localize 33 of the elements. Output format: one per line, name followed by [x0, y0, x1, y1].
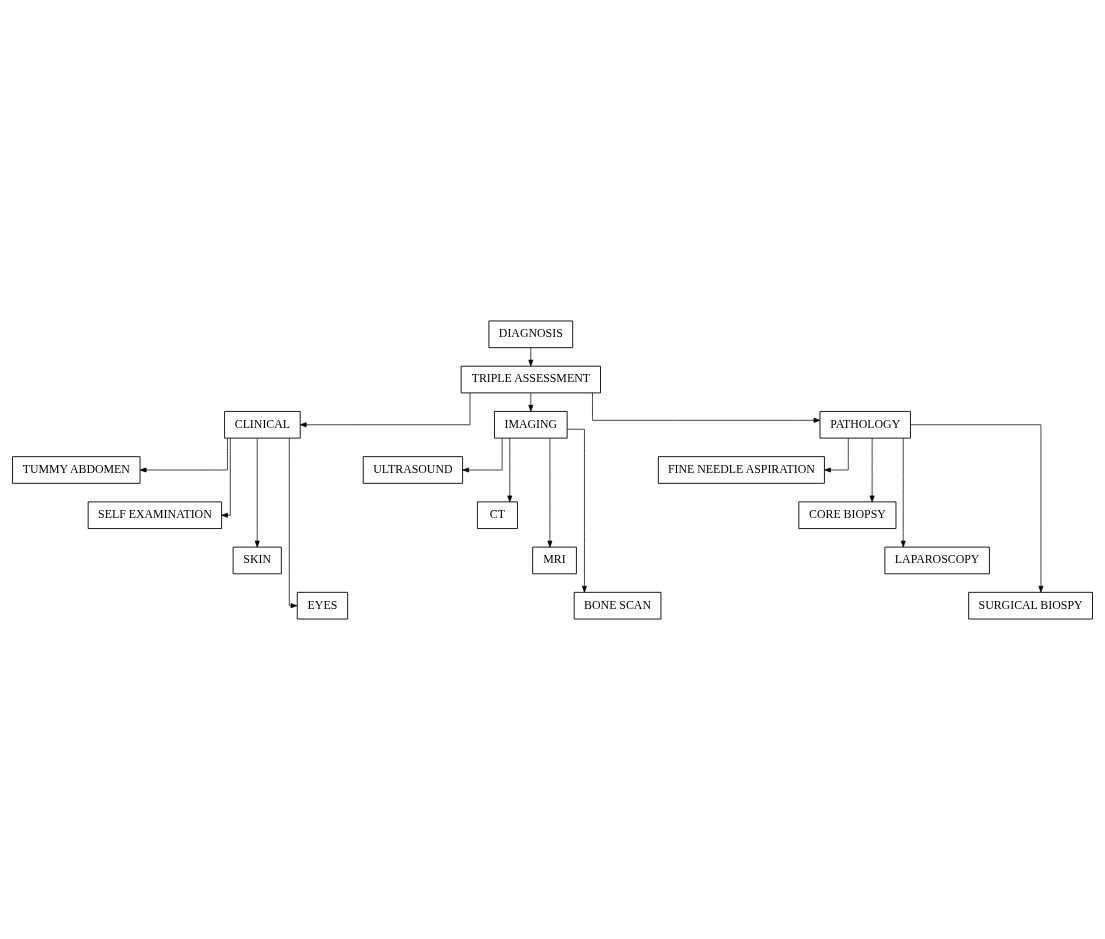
node-box: CT [477, 500, 518, 529]
arrow [254, 437, 260, 547]
node-box: TUMMY ABDOMEN [12, 455, 141, 484]
arrow [462, 437, 503, 472]
node-box: DIAGNOSIS [488, 320, 574, 348]
arrow [869, 437, 875, 502]
arrow [824, 437, 849, 472]
node-box: PATHOLOGY [819, 410, 911, 439]
node-box: MRI [532, 546, 577, 574]
arrow [221, 437, 231, 518]
node-box: SELF EXAMINATION [87, 500, 223, 529]
arrow [528, 392, 534, 412]
arrow [139, 437, 228, 472]
node-box: SURGICAL BIOSPY [968, 591, 1093, 619]
arrow [299, 392, 471, 427]
node-box: ULTRASOUND [362, 455, 464, 484]
node-box: CLINICAL [224, 410, 301, 439]
node-box: BONE SCAN [573, 591, 662, 619]
arrow [547, 437, 553, 547]
arrow [910, 423, 1044, 592]
node-box: FINE NEEDLE ASPIRATION [657, 455, 825, 484]
node-box: CORE BIOPSY [798, 500, 897, 529]
node-box: EYES [296, 591, 349, 619]
node-box: LAPAROSCOPY [884, 546, 990, 574]
arrow [528, 347, 534, 366]
node-box: IMAGING [494, 410, 568, 439]
arrow [507, 437, 513, 502]
arrow [592, 392, 821, 423]
arrow [900, 437, 906, 547]
node-box: SKIN [232, 546, 282, 574]
arrow [288, 437, 298, 608]
node-box: TRIPLE ASSESSMENT [460, 365, 601, 393]
arrow [566, 428, 587, 592]
